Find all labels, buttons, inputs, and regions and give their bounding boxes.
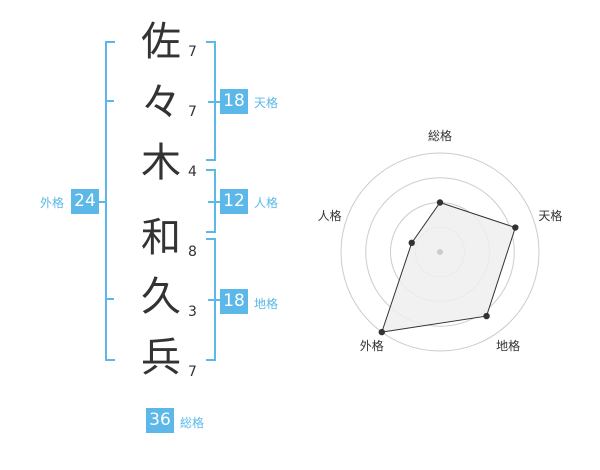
radar-axis-label: 地格 bbox=[496, 338, 520, 353]
radar-points bbox=[378, 199, 519, 336]
gaikaku-value: 24 bbox=[71, 189, 99, 214]
name-character-3: 木 bbox=[141, 140, 181, 186]
stroke-count-3: 4 bbox=[188, 164, 197, 180]
radar-data-area bbox=[381, 201, 516, 333]
chikaku-value: 18 bbox=[220, 289, 248, 314]
radar-point-地格 bbox=[483, 312, 490, 320]
tenkaku-value: 18 bbox=[220, 89, 248, 114]
stroke-count-6: 7 bbox=[188, 364, 197, 380]
jinkaku-connector bbox=[208, 201, 220, 203]
gaikaku-label: 外格 bbox=[40, 196, 65, 210]
radar-point-外格 bbox=[378, 328, 386, 336]
tenkaku-connector bbox=[208, 101, 220, 103]
radar-point-総格 bbox=[436, 199, 444, 206]
radar-axis-label: 総格 bbox=[428, 128, 452, 143]
gaikaku-bracket bbox=[105, 41, 115, 361]
stroke-count-2: 7 bbox=[188, 104, 197, 120]
radar-center-dot bbox=[437, 249, 443, 255]
chikaku-label: 地格 bbox=[254, 297, 279, 311]
jinkaku-label: 人格 bbox=[254, 196, 279, 210]
radar-ring-3 bbox=[365, 177, 515, 327]
name-character-6: 兵 bbox=[141, 335, 181, 381]
tenkaku-label: 天格 bbox=[254, 96, 279, 110]
soukaku-value: 36 bbox=[146, 408, 174, 433]
soukaku-label: 総格 bbox=[180, 416, 205, 430]
name-character-5: 久 bbox=[141, 274, 181, 320]
name-character-4: 和 bbox=[141, 215, 181, 261]
radar-axis-label: 外格 bbox=[360, 338, 384, 353]
name-character-1: 佐 bbox=[141, 19, 181, 65]
radar-point-人格 bbox=[408, 239, 415, 247]
stroke-count-1: 7 bbox=[188, 44, 197, 60]
gaikaku-bracket-tick-2 bbox=[107, 298, 114, 300]
radar-axis-label: 天格 bbox=[538, 208, 562, 223]
stroke-count-4: 8 bbox=[188, 244, 197, 260]
name-character-2: 々 bbox=[141, 80, 181, 126]
chikaku-connector bbox=[208, 299, 220, 301]
radar-axis-label: 人格 bbox=[318, 208, 342, 223]
radar-ring-4 bbox=[340, 152, 540, 352]
gaikaku-bracket-tick-1 bbox=[107, 100, 114, 102]
jinkaku-value: 12 bbox=[220, 189, 248, 214]
stroke-count-5: 3 bbox=[188, 304, 197, 320]
gaikaku-connector bbox=[95, 201, 105, 203]
radar-point-天格 bbox=[512, 224, 519, 231]
